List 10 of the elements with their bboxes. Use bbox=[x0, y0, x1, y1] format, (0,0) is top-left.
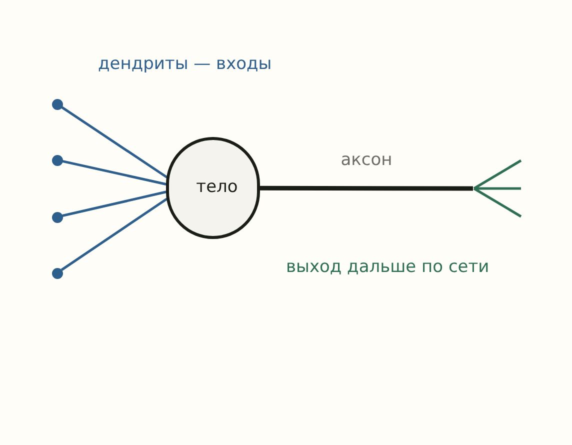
node-label: тело bbox=[195, 176, 238, 200]
dendrite-line bbox=[60, 106, 168, 178]
caption-text: дендриты — входы bbox=[98, 53, 272, 76]
axon-line bbox=[260, 186, 473, 191]
dendrite-line bbox=[60, 198, 168, 271]
dendrite-line bbox=[62, 190, 166, 217]
caption-text: выход дальше по сети bbox=[286, 256, 490, 279]
edge-label: аксон bbox=[340, 149, 394, 172]
dendrite-line bbox=[62, 160, 166, 186]
axon-terminal-drawing bbox=[473, 159, 522, 218]
